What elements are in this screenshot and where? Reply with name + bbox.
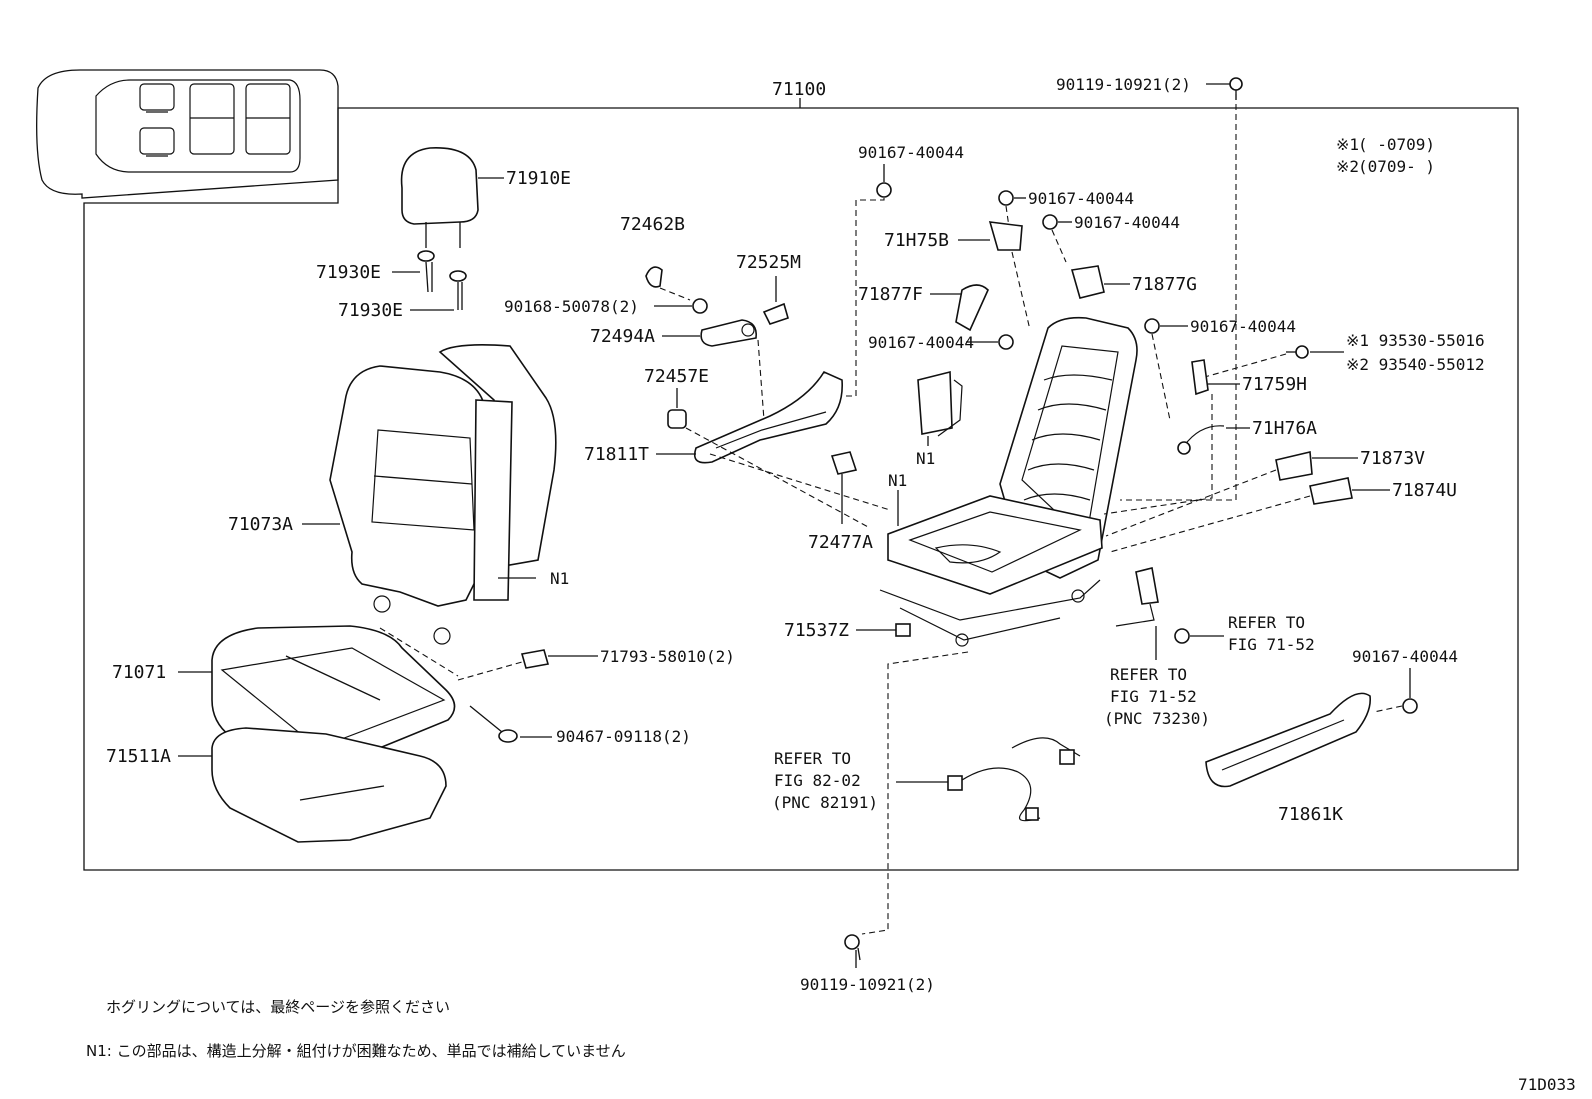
part-N1-b: N1 [888,471,907,490]
part-90167-a: 90167-40044 [858,143,964,162]
part-71930E-b: 71930E [338,300,403,321]
part-71877F: 71877F [858,284,923,305]
bolt-90167-b-drawing [998,190,1014,206]
part-72477A: 72477A [808,532,873,553]
cover-71874U-drawing [1309,477,1353,505]
side-trim-71861K-drawing [1205,692,1372,788]
seat-frame-drawing [879,316,1138,647]
part-N1-a: N1 [916,449,935,468]
part-90167-e: 90167-40044 [1190,317,1296,336]
side-module-N1-drawing [917,370,963,437]
bracket-71H76A-drawing [1177,425,1225,455]
part-90467-09118: 90467-09118(2) [556,727,691,746]
ref-3-line-2: FIG 82-02 [774,771,861,790]
bolt-90167-c-drawing [1042,214,1058,230]
clip-71793-drawing [520,649,550,669]
note-n1: N1: この部品は、構造上分解・組付けが困難なため、単品では補給していません [86,1042,626,1060]
lever-72494A-drawing [700,319,758,347]
trim-71759H-drawing [1191,359,1209,396]
part-N1-back: N1 [550,569,569,588]
part-71H76A: 71H76A [1252,418,1317,439]
part-71930E-a: 71930E [316,262,381,283]
screw-90168-drawing [692,298,708,314]
part-71861K: 71861K [1278,804,1343,825]
knob-72525M-drawing [762,302,789,325]
seat-back-drawing [329,344,557,645]
ref-2-line-2: FIG 71-52 [1110,687,1197,706]
part-71511A: 71511A [106,746,171,767]
variant-2-mark: ※2 [1336,157,1359,176]
bracket-71H75B-drawing [988,221,1023,251]
ref-1-line-2: FIG 71-52 [1228,635,1315,654]
part-90167-f: 90167-40044 [1352,647,1458,666]
part-90119-bottom: 90119-10921(2) [800,975,935,994]
bolt-90167-d-drawing [998,334,1014,350]
part-72457E: 72457E [644,366,709,387]
part-71874U: 71874U [1392,480,1457,501]
bolt-90167-a-drawing [876,182,892,198]
ref-2-line-1: REFER TO [1110,665,1187,684]
main-assembly-label: 71100 [772,79,826,100]
part-71H75B: 71H75B [884,230,949,251]
cover-72477A-drawing [830,451,858,475]
part-71793-58010: 71793-58010(2) [600,647,735,666]
sheet-code: 71D033 [1518,1075,1576,1094]
headrest-guide-drawing [417,250,467,310]
bolt-90119-bottom-drawing [844,934,861,961]
bracket-71877F-drawing [955,284,989,332]
part-90119-top: 90119-10921(2) [1056,75,1191,94]
screw-93530-drawing [1286,345,1309,359]
screw-90467-drawing [469,705,518,743]
part-90167-b: 90167-40044 [1028,189,1134,208]
bolt-90167-f-drawing [1402,698,1418,714]
part-71071: 71071 [112,662,166,683]
cushion-pad-drawing [211,727,447,843]
headrest-drawing [400,147,479,248]
variant-2-range: (0709- ) [1358,157,1435,176]
part-93530-55016: ※1 93530-55016 [1346,331,1485,350]
ref-1-line-1: REFER TO [1228,613,1305,632]
part-90168-50078: 90168-50078(2) [504,297,639,316]
part-71759H: 71759H [1242,374,1307,395]
cap-72457E-drawing [667,409,687,429]
part-93540-55012: ※2 93540-55012 [1346,355,1485,374]
part-72525M: 72525M [736,252,801,273]
part-90167-c: 90167-40044 [1074,213,1180,232]
part-71537Z: 71537Z [784,620,849,641]
bolt-90167-e-drawing [1144,318,1160,334]
part-90167-d: 90167-40044 [868,333,974,352]
part-71073A: 71073A [228,514,293,535]
note-hog-ring: ホグリングについては、最終ページを参照ください [106,998,450,1016]
variant-1-mark: ※1 [1336,135,1359,154]
part-71811T: 71811T [584,444,649,465]
assembly-frame [83,107,1519,871]
part-72494A: 72494A [590,326,655,347]
ref-2-line-3: (PNC 73230) [1104,709,1210,728]
cap-72462B-drawing [645,266,663,288]
bracket-71877G-drawing [1070,265,1105,299]
wire-harness-drawing [947,737,1081,822]
part-71873V: 71873V [1360,448,1425,469]
variant-legend: ※1 ( -0709) ※2 (0709- ) [1336,135,1435,176]
ref-3-line-1: REFER TO [774,749,851,768]
cap-71537Z-drawing [895,623,911,637]
buckle-drawing [1115,567,1190,644]
cover-71873V-drawing [1275,451,1313,481]
variant-1-range: ( -0709) [1358,135,1435,154]
ref-3-line-3: (PNC 82191) [772,793,878,812]
part-71910E: 71910E [506,168,571,189]
part-71877G: 71877G [1132,274,1197,295]
shield-71811T-drawing [693,370,843,464]
bolt-90119-top-drawing [1229,77,1243,100]
part-72462B: 72462B [620,214,685,235]
vehicle-locator-thumbnail [36,69,339,199]
